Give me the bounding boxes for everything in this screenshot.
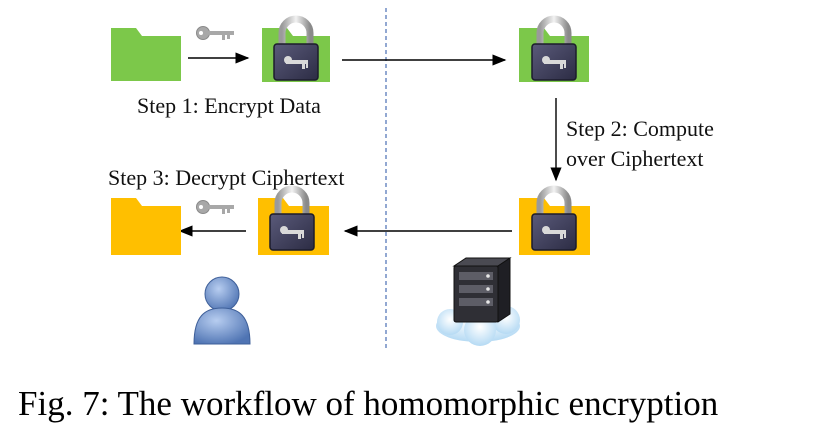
- figure-caption: Fig. 7: The workflow of homomorphic encr…: [18, 384, 719, 423]
- plaintext-folder-icon: [111, 28, 181, 81]
- step2-label-line2: over Ciphertext: [566, 146, 704, 171]
- encryption-key-icon: [196, 26, 235, 41]
- user-icon: [193, 276, 251, 345]
- step1-label: Step 1: Encrypt Data: [137, 93, 321, 118]
- step3-label: Step 3: Decrypt Ciphertext: [108, 165, 345, 190]
- cloud-result-folder-icon: [519, 189, 590, 255]
- cloud-encrypted-folder-icon: [519, 19, 589, 82]
- step2-label-line1: Step 2: Compute: [566, 116, 714, 141]
- result-folder-icon: [111, 198, 181, 255]
- encrypted-folder-icon: [262, 19, 330, 82]
- decryption-key-icon: [196, 200, 235, 215]
- encrypted-result-folder-icon: [258, 189, 329, 255]
- cloud-server-icon: [436, 257, 520, 346]
